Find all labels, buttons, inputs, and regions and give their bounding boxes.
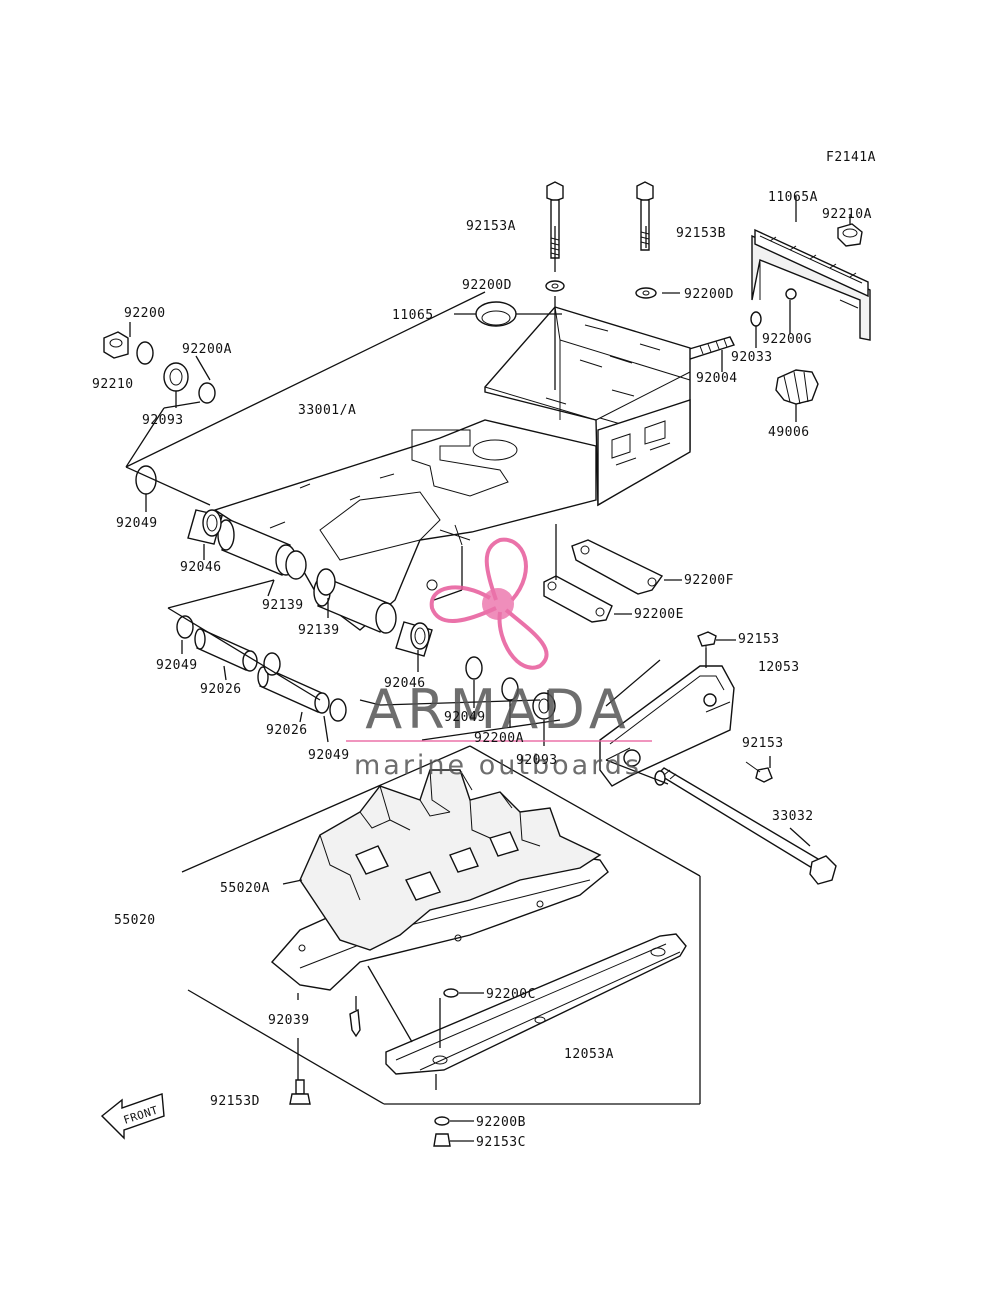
label-92046-right: 92046	[384, 676, 426, 691]
shaft-92026-upper	[194, 628, 258, 672]
label-92200F: 92200F	[684, 573, 734, 588]
cap-11065	[475, 301, 517, 327]
label-92139-right: 92139	[298, 623, 340, 638]
label-11065A: 11065A	[768, 190, 818, 205]
bushing-92046-right	[395, 621, 433, 657]
label-92200D-right: 92200D	[684, 287, 734, 302]
label-92153A: 92153A	[466, 219, 516, 234]
bushing-92046-left	[187, 509, 223, 545]
plate-12053A	[385, 933, 687, 1075]
shaft-92026-lower	[257, 666, 330, 714]
label-92049-left: 92049	[156, 658, 198, 673]
label-55020: 55020	[114, 913, 156, 928]
washer-92200B	[434, 1116, 450, 1126]
label-92200D-left: 92200D	[462, 278, 512, 293]
label-55020A: 55020A	[220, 881, 270, 896]
label-92039: 92039	[268, 1013, 310, 1028]
washer-92200C	[443, 988, 459, 998]
label-92026-lower: 92026	[266, 723, 308, 738]
seal-92049-top	[135, 465, 157, 495]
label-92033: 92033	[731, 350, 773, 365]
label-12053: 12053	[758, 660, 800, 675]
seal-92049-lower	[329, 698, 347, 722]
washer-92200	[136, 341, 154, 365]
watermark-brand: ARMADA	[365, 678, 631, 741]
collar-92093-top	[163, 362, 189, 392]
bolt-92153-upper	[697, 631, 717, 662]
frame-33001A	[213, 306, 691, 631]
front-arrow-icon: FRONT	[100, 1093, 165, 1140]
seal-92049-left	[176, 615, 194, 639]
washer-92200A-top	[198, 382, 216, 404]
label-33032: 33032	[772, 809, 814, 824]
washer-92200G	[785, 288, 797, 300]
seal-ring-mid	[263, 652, 281, 676]
label-92046-left: 92046	[180, 560, 222, 575]
label-92200A-top: 92200A	[182, 342, 232, 357]
boot-49006	[775, 369, 819, 405]
label-92153B: 92153B	[676, 226, 726, 241]
label-92153C: 92153C	[476, 1135, 526, 1150]
part-labels: 11065A 92210A 92153A 92153B 92200D 92200…	[92, 190, 872, 1150]
label-92093-top: 92093	[142, 413, 184, 428]
watermark-tagline: marine outboards	[354, 750, 642, 781]
label-92200: 92200	[124, 306, 166, 321]
label-92210A: 92210A	[822, 207, 872, 222]
leader-lines	[125, 196, 851, 1142]
label-92049-right: 92049	[444, 710, 486, 725]
plate-92200E	[543, 575, 613, 623]
label-92049-lower: 92049	[308, 748, 350, 763]
stud-92004	[685, 336, 735, 360]
plate-12053	[599, 665, 735, 787]
label-92200B: 92200B	[476, 1115, 526, 1130]
label-92153D: 92153D	[210, 1094, 260, 1109]
washer-92200D-right	[635, 287, 657, 299]
label-33001A: 33001/A	[298, 403, 356, 418]
propeller-logo-icon	[429, 537, 549, 670]
label-92200E: 92200E	[634, 607, 684, 622]
label-11065: 11065	[392, 308, 434, 323]
plate-92200F	[571, 539, 664, 595]
collar-92139-right	[316, 568, 336, 596]
label-92093-mid: 92093	[516, 753, 558, 768]
label-12053A: 12053A	[564, 1047, 614, 1062]
label-92210: 92210	[92, 377, 134, 392]
nut-92210	[103, 331, 129, 359]
bolt-92153D	[289, 1079, 311, 1105]
label-92200A-mid: 92200A	[474, 731, 524, 746]
figure-id: F2141A	[826, 150, 876, 165]
bolt-92153-lower	[745, 761, 773, 783]
label-92049-top: 92049	[116, 516, 158, 531]
label-92026-upper: 92026	[200, 682, 242, 697]
armada-watermark: ARMADA marine outboards	[346, 537, 652, 781]
label-92200G: 92200G	[762, 332, 812, 347]
plate-55020A	[270, 769, 609, 991]
label-92004: 92004	[696, 371, 738, 386]
label-92200C: 92200C	[486, 987, 536, 1002]
nut-92210A	[837, 223, 863, 247]
label-92153-upper: 92153	[738, 632, 780, 647]
seal-92049-right	[465, 656, 483, 680]
bolt-92153C	[433, 1133, 451, 1147]
rail-11065A	[751, 228, 871, 341]
washer-92033	[750, 311, 762, 327]
collar-92139-left	[285, 550, 307, 580]
shaft-33032	[654, 767, 837, 885]
bolt-92153B	[636, 181, 654, 251]
label-92153-lower: 92153	[742, 736, 784, 751]
washer-92200D-left	[545, 280, 565, 292]
clip-92039	[349, 1008, 361, 1038]
label-49006: 49006	[768, 425, 810, 440]
label-92139-left: 92139	[262, 598, 304, 613]
